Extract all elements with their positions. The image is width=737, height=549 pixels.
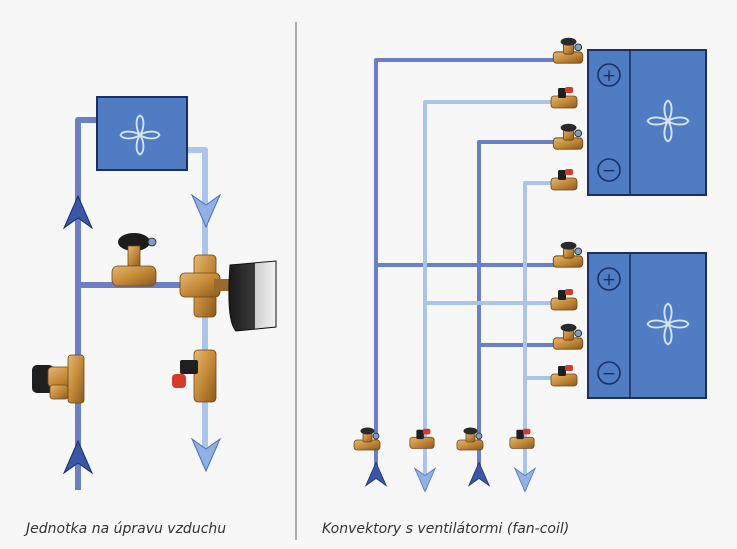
valve-icon xyxy=(552,241,584,268)
valve-icon xyxy=(550,168,578,191)
air-handling-unit-circuit xyxy=(32,96,277,490)
fan-coil-unit-2: + − xyxy=(587,252,707,399)
valve-icon xyxy=(32,354,85,404)
caption-fan-coil: Konvektory s ventilátormi (fan-coil) xyxy=(322,521,570,537)
plus-symbol: + xyxy=(602,66,616,86)
valve-icon xyxy=(111,233,157,287)
supply-pipe-left xyxy=(75,117,190,490)
valve-icon xyxy=(550,288,578,311)
caption-air-handling-unit: Jednotka na úpravu vzduchu xyxy=(26,521,227,537)
valve-icon xyxy=(552,323,584,350)
valve-icon xyxy=(550,364,578,387)
return-pipes-right xyxy=(423,100,570,490)
valve-icon xyxy=(550,86,578,109)
valve-icon xyxy=(552,123,584,150)
arrow-up-icon xyxy=(468,461,490,487)
plus-icon xyxy=(597,267,621,291)
valve-icon xyxy=(509,428,535,449)
arrow-up-icon xyxy=(365,461,387,487)
valve-icon xyxy=(179,254,277,332)
minus-symbol: − xyxy=(602,161,616,181)
valve-icon xyxy=(172,349,217,403)
minus-icon xyxy=(597,361,621,385)
plus-symbol: + xyxy=(602,270,616,290)
minus-symbol: − xyxy=(602,364,616,384)
valve-icon xyxy=(552,37,584,64)
plus-icon xyxy=(597,63,621,87)
minus-icon xyxy=(597,158,621,182)
valve-icon xyxy=(409,428,435,449)
fan-coil-circuit: + − + − xyxy=(353,37,707,493)
fan-coil-unit-1: + − xyxy=(587,49,707,196)
supply-pipes-right xyxy=(374,58,570,470)
air-handling-unit xyxy=(96,96,188,171)
